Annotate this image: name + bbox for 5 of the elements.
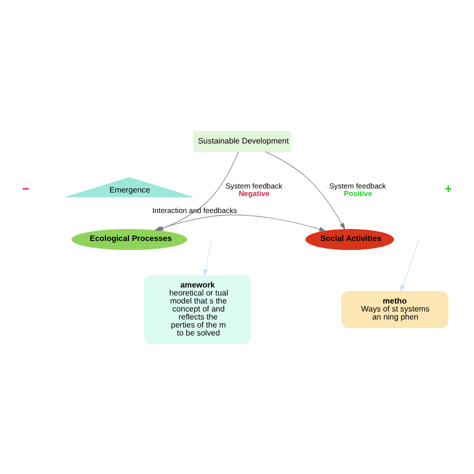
arrow [400,239,419,292]
label: − [22,182,30,196]
label: + [444,182,452,196]
arrow [265,151,346,230]
arrow [203,239,212,276]
